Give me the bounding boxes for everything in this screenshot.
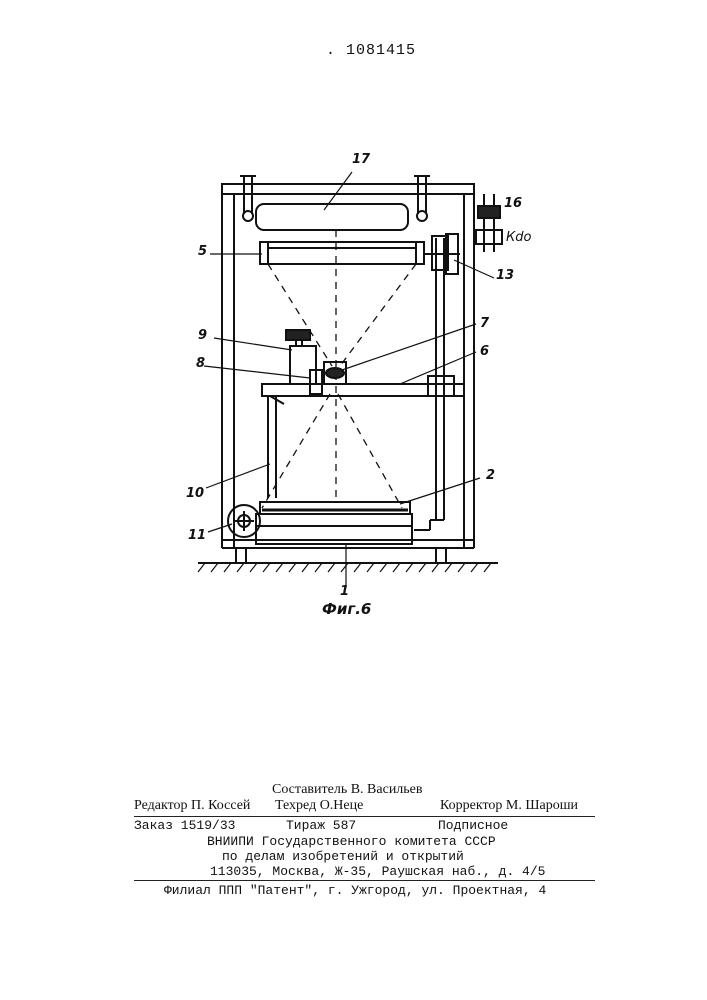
label-11: 11 [188,528,206,543]
table-6 [262,376,464,498]
compiler: Составитель В. Васильев [272,782,423,798]
org-line-2: по делам изобретений и открытий [222,849,464,864]
rule-2 [134,880,595,881]
label-10: 10 [186,486,204,501]
base-plate [256,502,412,544]
roller-5 [260,242,460,264]
order: Заказ 1519/33 [134,818,235,833]
lens-assembly [286,330,346,394]
label-8: 8 [196,356,205,371]
label-17: 17 [352,152,370,167]
label-1: 1 [340,584,349,599]
address: 113035, Москва, Ж-35, Раушская наб., д. … [210,864,545,879]
rule-1 [134,816,595,817]
subscription: Подписное [438,818,508,833]
branch: Филиал ППП "Патент", г. Ужгород, ул. Про… [164,883,546,898]
corrector: Корректор М. Шароши [440,798,578,814]
label-kdo: Кdo [506,230,531,245]
screw-16 [476,194,502,252]
drive-shaft [414,234,458,530]
label-7: 7 [480,316,489,331]
label-6: 6 [480,344,489,359]
label-9: 9 [198,328,207,343]
label-13: 13 [496,268,514,283]
circulation: Тираж 587 [286,818,356,833]
label-5: 5 [198,244,207,259]
org-line-1: ВНИИПИ Государственного комитета СССР [207,834,496,849]
ground-line [198,563,498,572]
editor: Редактор П. Коссей [134,798,250,814]
label-16: 16 [504,196,522,211]
techred: Техред О.Неце [275,798,363,814]
figure-caption: Фиг.6 [322,600,371,618]
label-2: 2 [486,468,495,483]
